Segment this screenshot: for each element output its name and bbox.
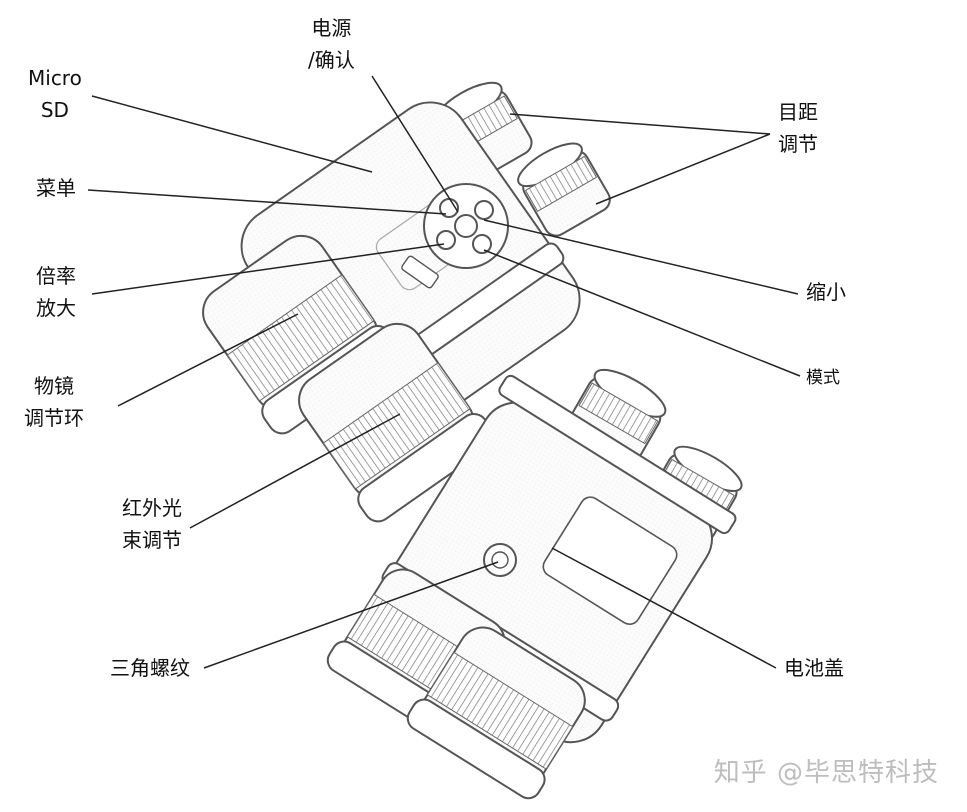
- label-power-confirm: 电源 /确认: [308, 12, 355, 76]
- label-mode: 模式: [806, 362, 840, 394]
- label-ir-line2: 束调节: [122, 528, 182, 552]
- label-zoom-in: 倍率 放大: [36, 260, 76, 324]
- leader-battery: [551, 547, 777, 669]
- leader-menu: [87, 189, 447, 215]
- leader-ipd-1: [509, 113, 771, 135]
- label-menu-line1: 菜单: [36, 176, 76, 200]
- leader-zoom-in: [91, 243, 445, 295]
- label-menu: 菜单: [36, 172, 76, 204]
- label-tripod-thread: 三角螺纹: [110, 652, 190, 684]
- leader-tripod: [203, 561, 499, 669]
- leader-zoom-out: [483, 219, 799, 295]
- label-zoom-in-line1: 倍率: [36, 264, 76, 288]
- watermark: 知乎 @毕思特科技: [713, 758, 939, 788]
- leader-lines: [87, 75, 801, 669]
- label-objective-line2: 调节环: [24, 406, 84, 430]
- label-zoom-out: 缩小: [806, 276, 846, 308]
- label-power-line1: 电源: [311, 16, 352, 40]
- top-binoculars: [202, 81, 611, 523]
- label-objective-line1: 物镜: [34, 374, 74, 398]
- label-battery-line1: 电池盖: [784, 656, 844, 680]
- label-tripod-line1: 三角螺纹: [110, 656, 190, 680]
- label-mode-line1: 模式: [806, 368, 840, 388]
- label-ir-line1: 红外光: [122, 496, 182, 520]
- label-micro-sd-line2: SD: [40, 98, 69, 122]
- label-power-line2: /确认: [308, 48, 355, 72]
- leader-power: [371, 75, 459, 213]
- label-zoom-out-line1: 缩小: [806, 280, 846, 304]
- label-micro-sd-line1: Micro: [28, 66, 82, 90]
- leader-micro-sd: [91, 95, 373, 173]
- label-micro-sd: Micro SD: [28, 62, 82, 126]
- label-ipd-line1: 目距: [778, 100, 818, 124]
- leader-ir: [189, 413, 401, 529]
- leader-mode: [483, 249, 801, 377]
- control-button-cluster: [423, 183, 509, 269]
- leader-ipd-2: [595, 133, 771, 205]
- label-ipd-line2: 调节: [778, 132, 818, 156]
- label-battery-cover: 电池盖: [784, 652, 844, 684]
- label-zoom-in-line2: 放大: [36, 296, 76, 320]
- bottom-binoculars: [326, 368, 743, 800]
- label-ir-beam-adjust: 红外光 束调节: [122, 492, 182, 556]
- leader-objective: [117, 313, 299, 407]
- label-interpupillary-adjust: 目距 调节: [778, 96, 818, 160]
- label-objective-ring: 物镜 调节环: [24, 370, 84, 434]
